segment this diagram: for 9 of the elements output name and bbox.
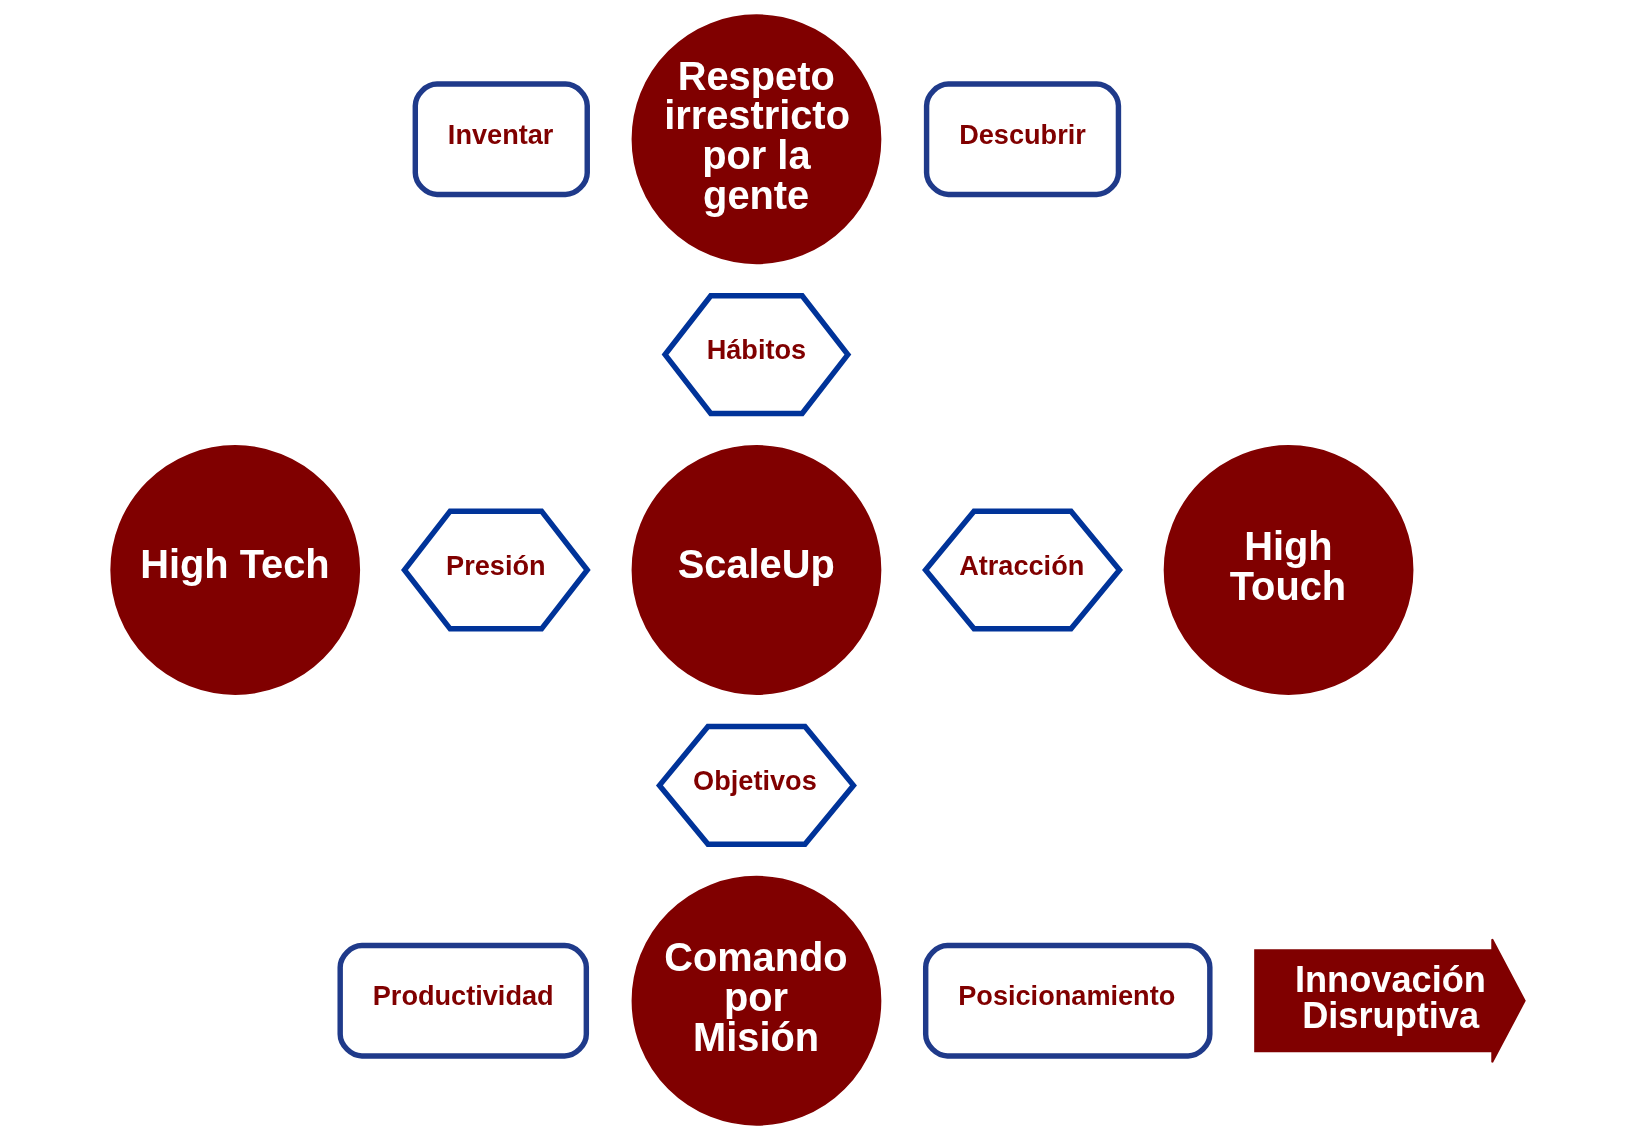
node-box: Descubrir	[923, 81, 1121, 198]
node-box: Productividad	[336, 942, 589, 1059]
node-circle: Respeto irrestricto por la gente	[631, 14, 881, 265]
node-box: Posicionamiento	[922, 942, 1213, 1059]
node-circle: High Tech	[109, 445, 360, 695]
node-circle: Comando por Misión	[631, 875, 881, 1126]
node-box: Inventar	[412, 81, 590, 198]
node-circle: ScaleUp	[631, 445, 881, 695]
node-circle: High Touch	[1163, 445, 1413, 695]
